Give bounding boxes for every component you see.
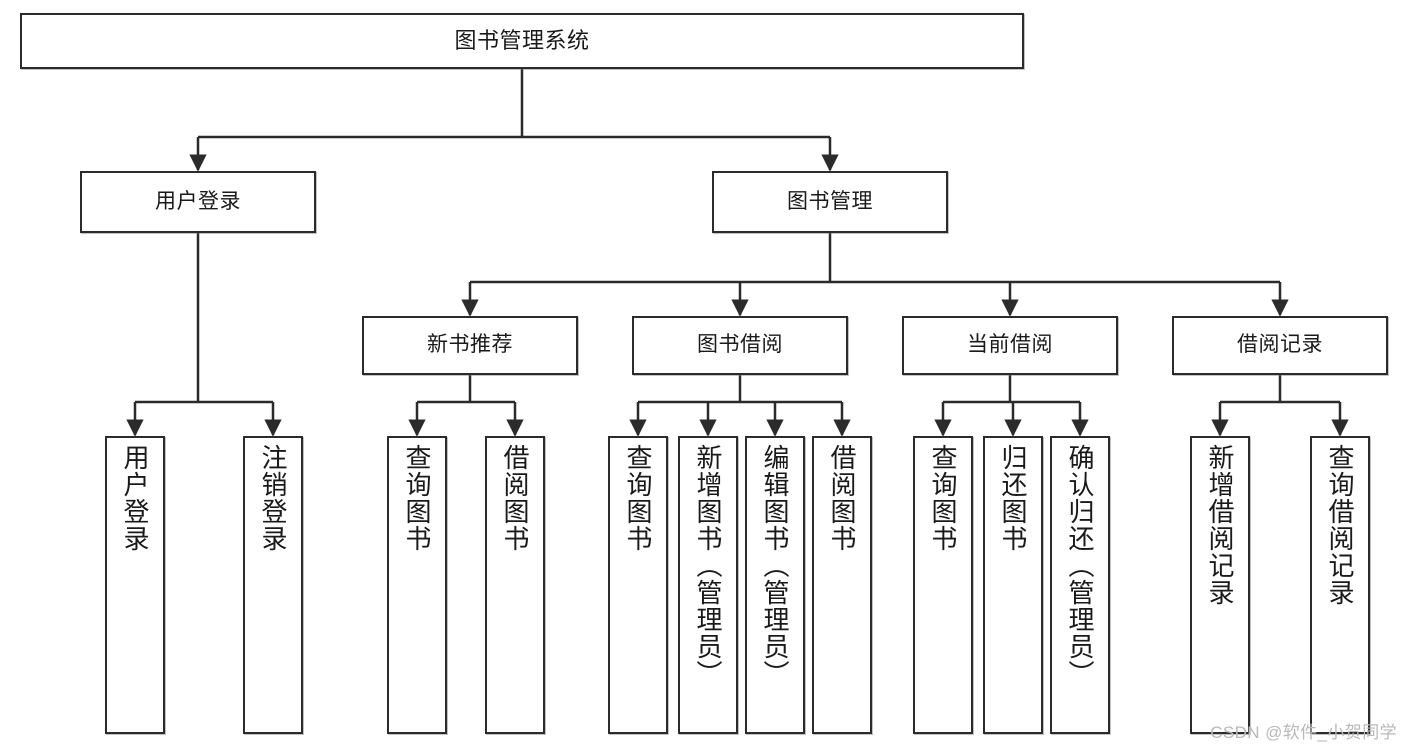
- watermark-label: CSDN @软件_小贺同学: [1210, 723, 1397, 742]
- node-leaf6[interactable]: 新增图书（管理员）: [678, 436, 738, 734]
- node-leaf4[interactable]: 借阅图书: [485, 436, 545, 734]
- node-label: 新书推荐: [427, 333, 513, 357]
- node-leaf9[interactable]: 查询图书: [913, 436, 973, 734]
- node-label: 确认归还（管理员）: [1065, 444, 1095, 687]
- node-label: 用户登录: [120, 444, 150, 552]
- node-label: 借阅记录: [1237, 333, 1323, 357]
- node-label: 注销登录: [258, 444, 288, 552]
- node-label: 查询图书: [928, 444, 958, 552]
- node-leaf13[interactable]: 查询借阅记录: [1310, 436, 1370, 734]
- node-leaf1[interactable]: 用户登录: [105, 436, 165, 734]
- node-label: 图书借阅: [697, 333, 783, 357]
- node-leaf8[interactable]: 借阅图书: [812, 436, 872, 734]
- node-label: 图书管理系统: [454, 28, 590, 54]
- node-label: 归还图书: [998, 444, 1028, 552]
- node-label: 当前借阅: [967, 333, 1053, 357]
- node-label: 借阅图书: [500, 444, 530, 552]
- node-label: 新增图书（管理员）: [693, 444, 723, 687]
- node-leaf2[interactable]: 注销登录: [243, 436, 303, 734]
- node-records[interactable]: 借阅记录: [1172, 316, 1388, 375]
- node-label: 借阅图书: [827, 444, 857, 552]
- node-leaf5[interactable]: 查询图书: [608, 436, 668, 734]
- node-leaf12[interactable]: 新增借阅记录: [1190, 436, 1250, 734]
- node-label: 图书管理: [787, 189, 873, 213]
- node-current[interactable]: 当前借阅: [902, 316, 1118, 375]
- node-label: 编辑图书（管理员）: [760, 444, 790, 687]
- node-label: 查询图书: [623, 444, 653, 552]
- node-newbooks[interactable]: 新书推荐: [362, 316, 578, 375]
- node-leaf11[interactable]: 确认归还（管理员）: [1050, 436, 1110, 734]
- node-leaf3[interactable]: 查询图书: [387, 436, 447, 734]
- node-label: 用户登录: [155, 189, 241, 213]
- node-leaf7[interactable]: 编辑图书（管理员）: [745, 436, 805, 734]
- node-label: 新增借阅记录: [1205, 444, 1235, 606]
- node-login[interactable]: 用户登录: [80, 171, 316, 233]
- node-label: 查询图书: [402, 444, 432, 552]
- node-borrow[interactable]: 图书借阅: [632, 316, 848, 375]
- node-leaf10[interactable]: 归还图书: [983, 436, 1043, 734]
- node-root[interactable]: 图书管理系统: [20, 13, 1024, 69]
- node-bookmgmt[interactable]: 图书管理: [712, 171, 948, 233]
- node-label: 查询借阅记录: [1325, 444, 1355, 606]
